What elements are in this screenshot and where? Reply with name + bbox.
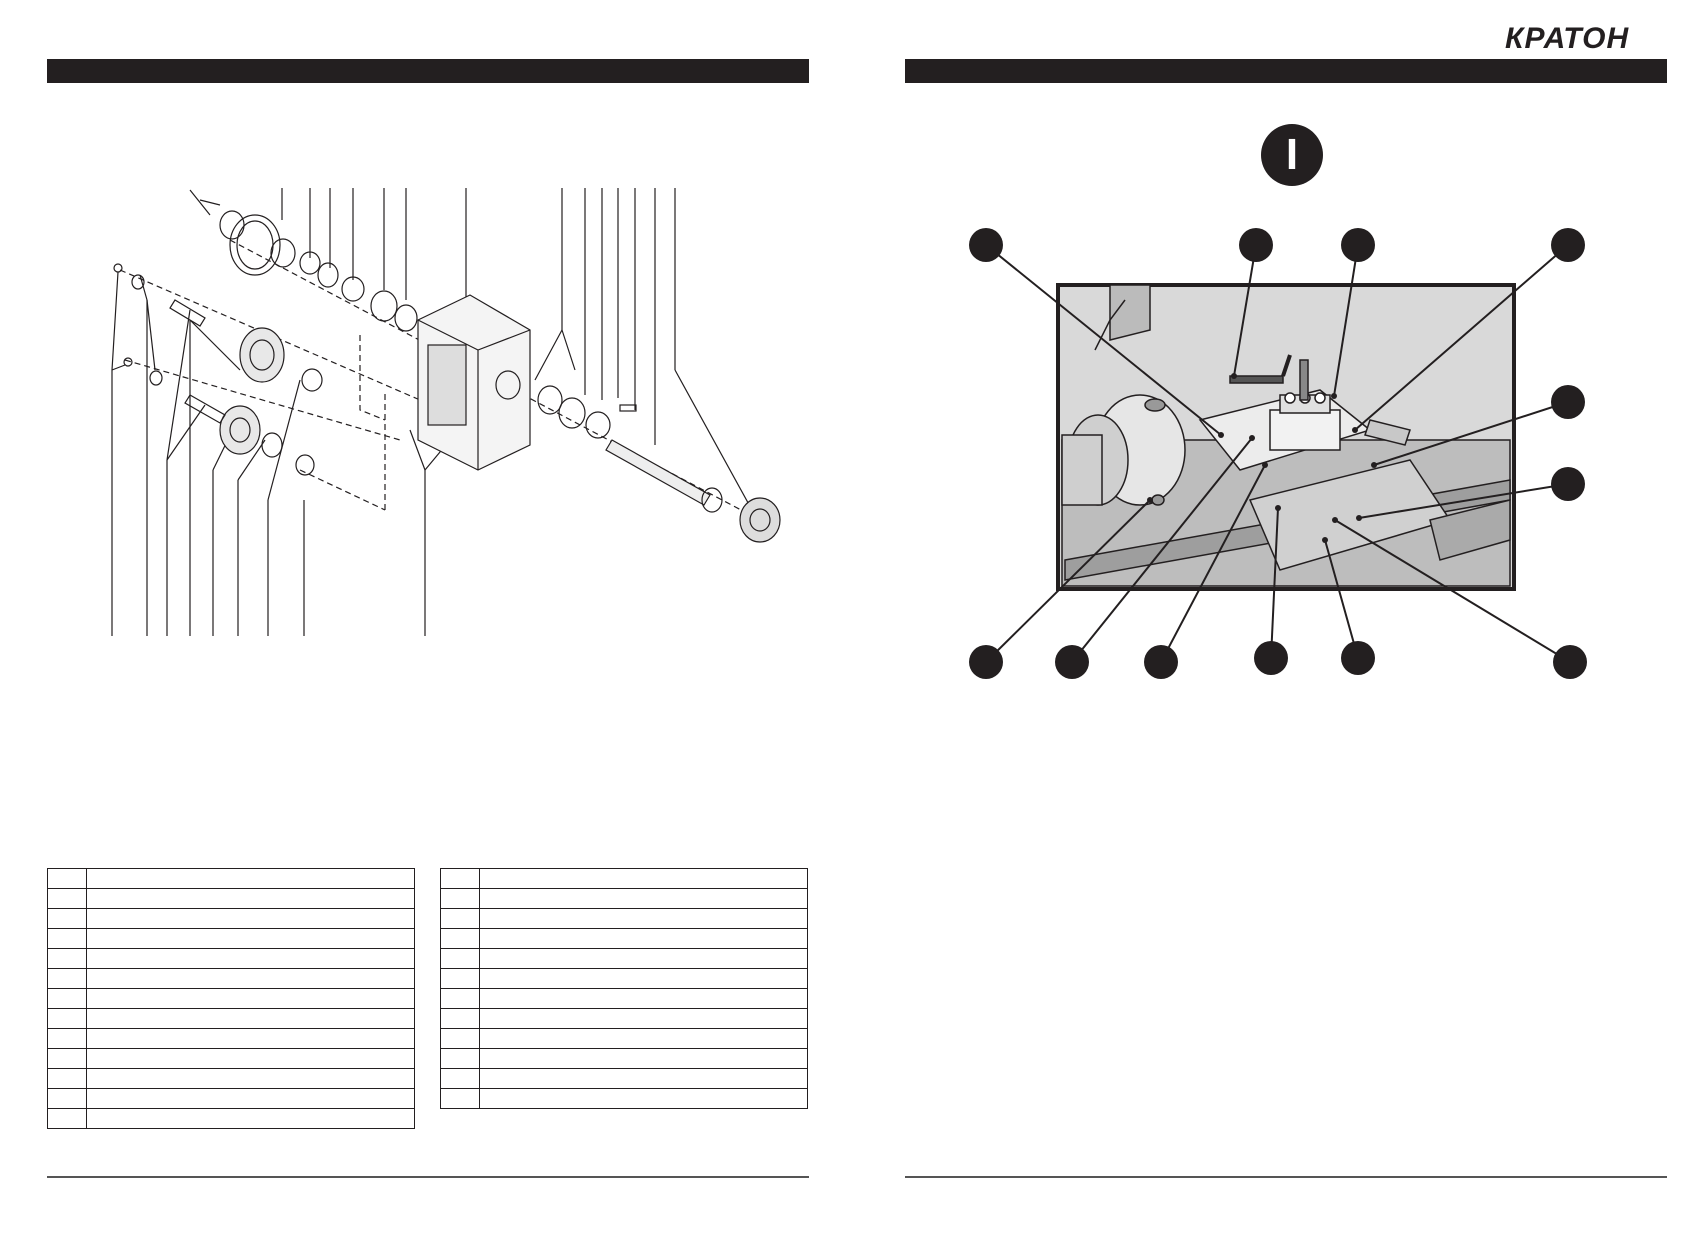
table-row [440, 888, 808, 909]
header-bar [47, 59, 809, 83]
table-row [47, 1068, 415, 1089]
table-row [47, 988, 415, 1009]
callout-bubble [1144, 645, 1178, 679]
table-row [47, 968, 415, 989]
callout-bubble [1553, 645, 1587, 679]
footer-rule [47, 1176, 809, 1178]
table-row [47, 928, 415, 949]
table-row [440, 1028, 808, 1049]
table-row [440, 868, 808, 889]
callout-bubble [1551, 467, 1585, 501]
footer-rule [905, 1176, 1667, 1178]
right-page: КРАТОН I [850, 0, 1700, 1239]
headstock-exploded-diagram [111, 188, 781, 636]
table-row [440, 1008, 808, 1029]
callout-bubble [1551, 385, 1585, 419]
parts-table-a [47, 868, 415, 1129]
callout-bubble [1551, 228, 1585, 262]
table-row [47, 908, 415, 929]
table-row [47, 1048, 415, 1069]
figure-label-badge: I [1261, 124, 1323, 186]
callout-bubble [1341, 641, 1375, 675]
callout-bubble [1239, 228, 1273, 262]
table-row [440, 948, 808, 969]
callout-bubble [969, 228, 1003, 262]
callout-bubble [1254, 641, 1288, 675]
header-bar [905, 59, 1667, 83]
table-row [47, 868, 415, 889]
table-row [440, 1048, 808, 1069]
table-row [440, 1068, 808, 1089]
table-row [440, 908, 808, 929]
table-row [440, 968, 808, 989]
callout-bubble [969, 645, 1003, 679]
parts-table-b [440, 868, 808, 1109]
table-row [47, 1108, 415, 1129]
carriage-photo-diagram [969, 228, 1587, 679]
callout-bubble [1055, 645, 1089, 679]
table-row [47, 1028, 415, 1049]
table-row [440, 988, 808, 1009]
table-row [47, 1008, 415, 1029]
table-row [440, 928, 808, 949]
left-page [47, 59, 809, 1178]
callout-bubble [1341, 228, 1375, 262]
brand-logo: КРАТОН [1505, 22, 1630, 55]
table-row [440, 1088, 808, 1109]
table-row [47, 948, 415, 969]
table-row [47, 1088, 415, 1109]
table-row [47, 888, 415, 909]
